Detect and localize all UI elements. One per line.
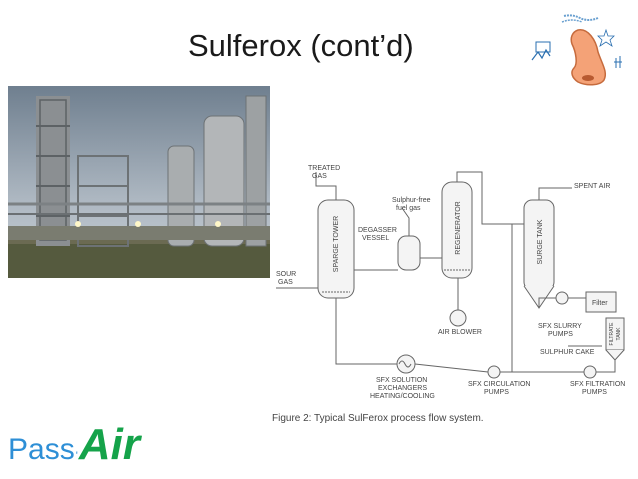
label-sfx-circulation-1: SFX CIRCULATION <box>468 381 531 388</box>
label-sfx-solution-1: SFX SOLUTION <box>376 377 427 384</box>
label-filtrate-tank-2: TANK <box>616 327 622 341</box>
filtration-pump-icon <box>583 365 597 379</box>
label-sfx-filtration-1: SFX FILTRATION <box>570 381 625 388</box>
label-sparge-tower: SPARGE TOWER <box>333 216 340 272</box>
label-sfx-filtration-2: PUMPS <box>582 389 607 396</box>
label-sfx-slurry-2: PUMPS <box>548 331 573 338</box>
degasser-vessel <box>397 235 421 271</box>
label-treated-gas-2: GAS <box>312 173 327 180</box>
circulation-pump-icon <box>487 365 501 379</box>
label-sulphur-cake: SULPHUR CAKE <box>540 349 595 356</box>
filter <box>585 291 617 313</box>
label-spent-air: SPENT AIR <box>574 183 610 190</box>
label-air-blower: AIR BLOWER <box>438 329 482 336</box>
air-blower-icon <box>449 309 467 327</box>
label-sfx-slurry-1: SFX SLURRY <box>538 323 582 330</box>
brand-part-pass: Pass <box>8 433 75 466</box>
label-sour-gas-2: GAS <box>278 279 293 286</box>
label-degasser-1: DEGASSER <box>358 227 397 234</box>
nose-logo-icon <box>531 14 622 86</box>
label-sulphur-free-2: fuel gas <box>396 205 421 212</box>
label-sfx-circulation-2: PUMPS <box>484 389 509 396</box>
label-surge-tank: SURGE TANK <box>537 219 544 264</box>
label-sour-gas-1: SOUR <box>276 271 296 278</box>
label-filter: Filter <box>592 300 608 307</box>
label-sulphur-free-1: Sulphur-free <box>392 197 431 204</box>
brand-part-air: Air <box>78 420 140 469</box>
label-regenerator: REGENERATOR <box>455 201 462 254</box>
brand-part-apostrophe: ' <box>75 450 78 462</box>
label-sfx-solution-2: EXCHANGERS <box>378 385 427 392</box>
plant-photo <box>8 86 270 278</box>
label-sfx-solution-3: HEATING/COOLING <box>370 393 435 400</box>
label-degasser-2: VESSEL <box>362 235 389 242</box>
label-filtrate-tank-1: FILTRATE <box>609 322 615 346</box>
slide-title: Sulferox (cont’d) <box>188 28 414 63</box>
slurry-pump-icon <box>555 291 569 305</box>
label-treated-gas-1: TREATED <box>308 165 340 172</box>
heat-exchanger-icon <box>396 354 416 374</box>
process-flow-diagram: TREATED GAS Sulphur-free fuel gas SPENT … <box>276 165 625 400</box>
figure-caption: Figure 2: Typical SulFerox process flow … <box>272 413 484 424</box>
passair-logo: Pass ' Air <box>8 420 140 472</box>
